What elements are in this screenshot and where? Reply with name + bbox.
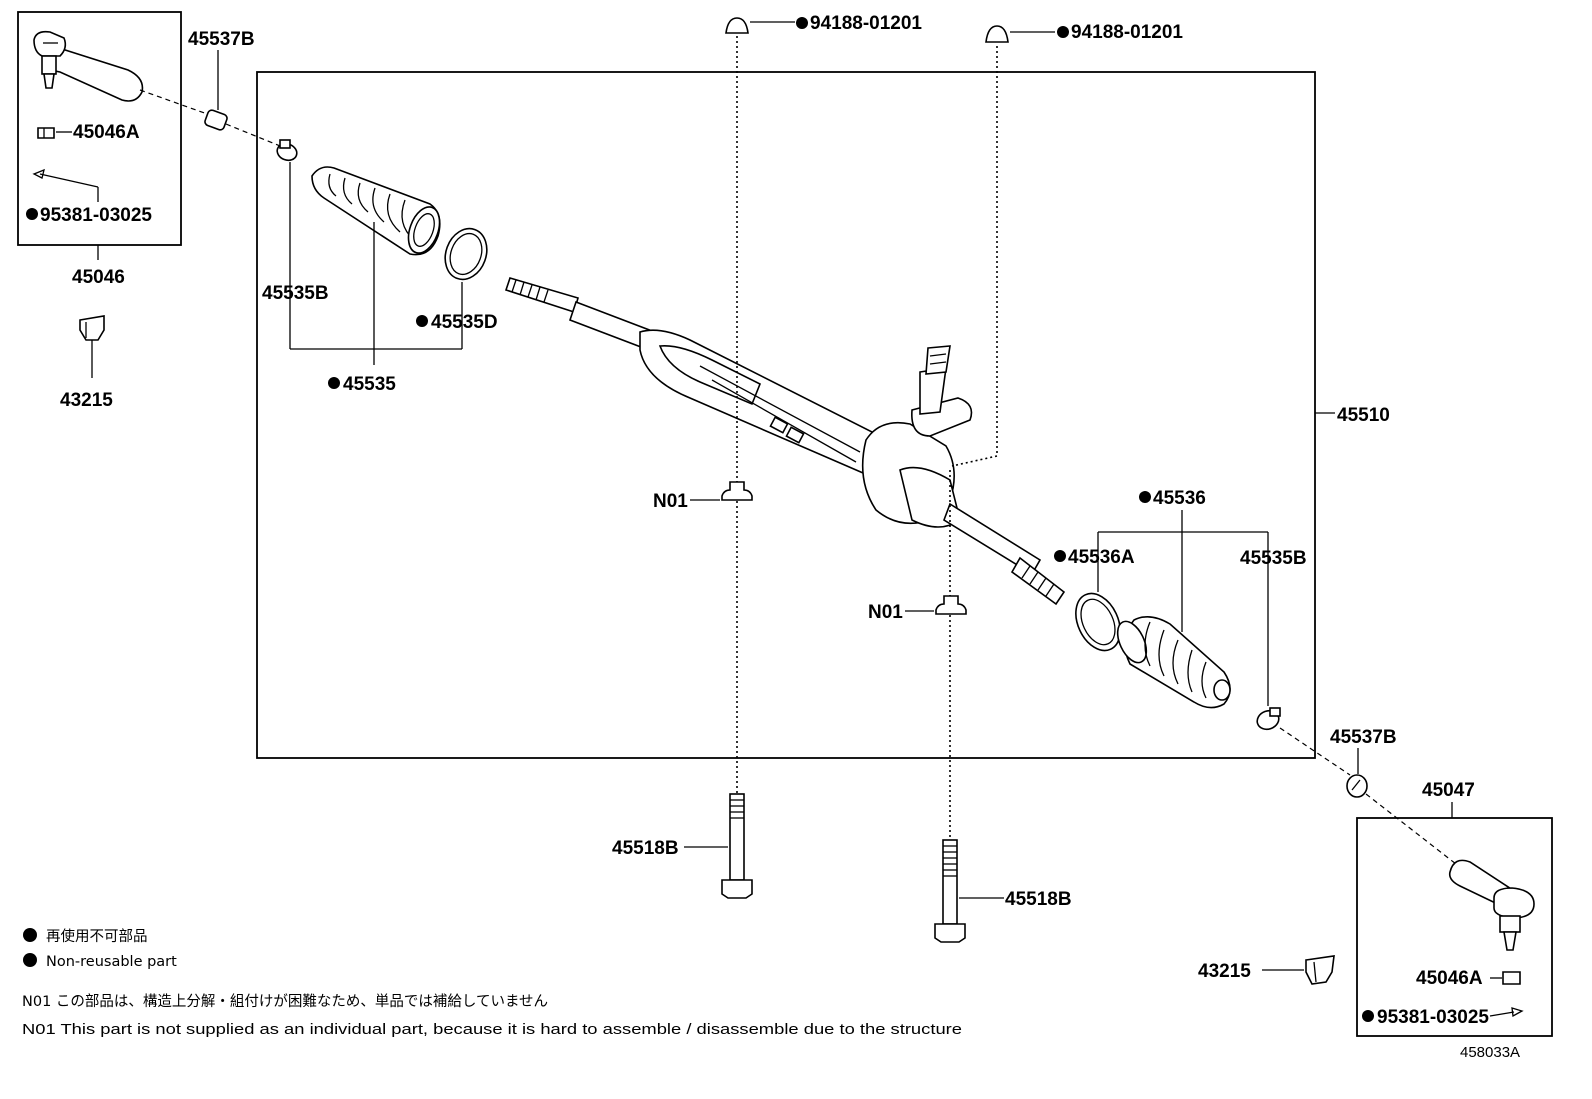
legend-marker-en	[23, 953, 37, 967]
label-lock-nut-lh: 45537B	[188, 29, 255, 50]
tie-rod-end-rh-box	[1356, 817, 1553, 1037]
clamp-lh	[444, 227, 488, 281]
label-cap-boot-lh: 43215	[60, 390, 113, 411]
non-reusable-marker-boot-rh	[1139, 491, 1151, 503]
clip-rh	[1256, 707, 1281, 731]
label-clamp-lh: 45535D	[431, 312, 498, 333]
steering-rack	[504, 277, 1066, 606]
tie-rod-end-rh	[1448, 859, 1535, 951]
label-rack-assembly: 45510	[1337, 405, 1390, 426]
label-nut-lh: 45046A	[73, 122, 140, 143]
label-clamp-rh: 45536A	[1068, 547, 1135, 568]
label-cotter-pin-rh: 95381-03025	[1377, 1007, 1489, 1028]
cap-boot-rh	[1305, 955, 1335, 985]
rack-assembly-box	[256, 71, 1316, 759]
non-reusable-marker-boot-lh	[328, 377, 340, 389]
bolt-right	[934, 839, 966, 943]
cotter-pin-rh	[1489, 1007, 1524, 1018]
cap-boot-lh	[79, 315, 105, 341]
legend-marker-jp	[23, 928, 37, 942]
cap-left	[725, 17, 749, 34]
label-lock-nut-rh: 45537B	[1330, 727, 1397, 748]
label-clip-lh: 45535B	[262, 283, 329, 304]
non-reusable-marker-clamp-rh	[1054, 550, 1066, 562]
label-cap-boot-rh: 43215	[1198, 961, 1251, 982]
legend-non-reusable-en: Non-reusable part	[46, 954, 177, 970]
nut-rh	[1502, 971, 1521, 985]
dash-locknut-rh-to-tre	[1365, 793, 1457, 865]
legend-non-reusable-jp: 再使用不可部品	[46, 928, 148, 945]
label-boot-rh: 45536	[1153, 488, 1206, 509]
label-bushing-left: N01	[653, 491, 688, 512]
tie-rod-end-lh	[33, 30, 144, 102]
dash-locknut-to-clip	[225, 123, 286, 149]
note-n01-jp: N01 この部品は、構造上分解・組付けが困難なため、単品では補給していません	[22, 993, 548, 1010]
boot-rh	[1116, 616, 1231, 709]
note-n01-en: N01 This part is not supplied as an indi…	[22, 1021, 962, 1038]
non-reusable-marker-clamp-lh	[416, 315, 428, 327]
lock-nut-lh	[204, 109, 228, 131]
label-cap-left: 94188-01201	[810, 13, 922, 34]
bushing-left	[721, 481, 753, 501]
label-bolt-right: 45518B	[1005, 889, 1072, 910]
non-reusable-marker-cotter-lh	[26, 208, 38, 220]
label-clip-rh: 45535B	[1240, 548, 1307, 569]
non-reusable-marker-cotter-rh	[1362, 1010, 1374, 1022]
boot-lh	[311, 166, 441, 256]
clamp-rh	[1075, 592, 1121, 652]
cap-right	[985, 25, 1009, 43]
diagram-id: 458033A	[1460, 1044, 1520, 1061]
dash-tre-lh-to-locknut	[139, 89, 211, 116]
label-tie-rod-end-lh: 45046	[72, 267, 125, 288]
label-nut-rh: 45046A	[1416, 968, 1483, 989]
lock-nut-rh	[1346, 774, 1368, 798]
nut-lh	[37, 127, 55, 139]
label-bushing-right: N01	[868, 602, 903, 623]
cotter-pin-lh	[32, 168, 99, 188]
label-bolt-left: 45518B	[612, 838, 679, 859]
bolt-left	[721, 793, 753, 899]
non-reusable-marker-cap-left	[796, 17, 808, 29]
tie-rod-end-lh-box	[17, 11, 182, 246]
label-tie-rod-end-rh: 45047	[1422, 780, 1475, 801]
bushing-right	[935, 595, 967, 615]
clip-lh	[276, 139, 298, 162]
axis-right-mount-jog	[951, 455, 998, 467]
label-boot-lh: 45535	[343, 374, 396, 395]
label-cap-right: 94188-01201	[1071, 22, 1183, 43]
label-cotter-pin-lh: 95381-03025	[40, 205, 152, 226]
non-reusable-marker-cap-right	[1057, 26, 1069, 38]
